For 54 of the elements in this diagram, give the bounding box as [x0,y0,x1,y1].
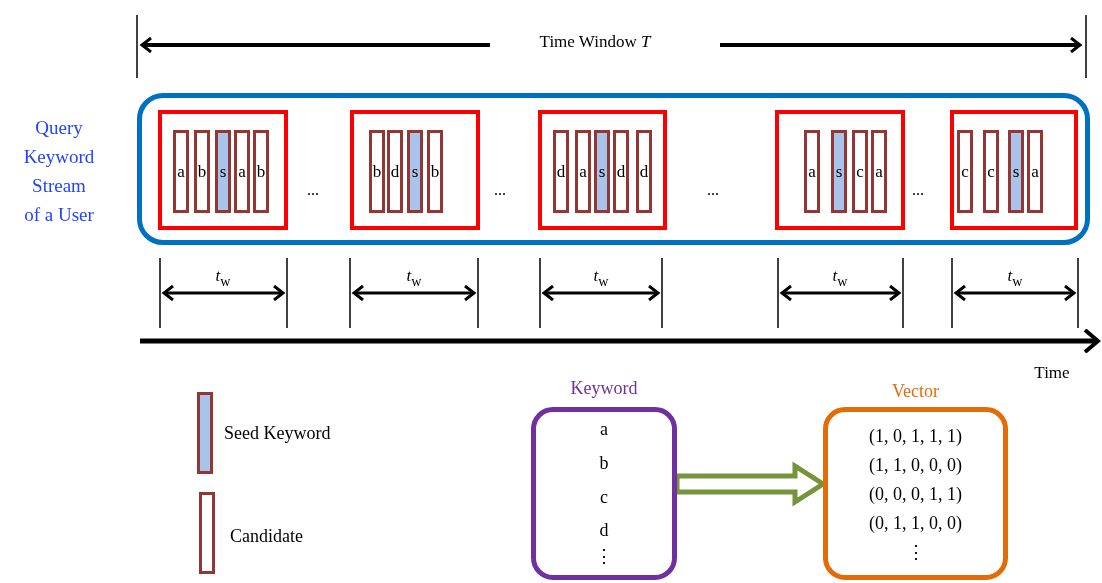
legend-label: Candidate [230,525,303,547]
dimension-label: t$_{w}$ [593,266,609,290]
dimension-label: Time Window T [539,32,651,52]
ellipsis: ... [912,181,924,199]
candidate-bar: c [852,130,868,213]
ellipsis: ... [707,181,719,199]
candidate-bar: d [613,130,629,213]
dimension-label: t$_{w}$ [832,266,848,290]
seed-keyword-bar: s [215,130,231,213]
candidate-bar: b [427,130,443,213]
candidate-bar: b [369,130,385,213]
keyword-item: b [598,452,610,475]
vector-item: (1, 0, 1, 1, 1) [868,425,963,448]
candidate-bar: d [387,130,403,213]
vector-item: (0, 1, 1, 0, 0) [868,512,963,535]
stream-panel [137,93,1090,245]
candidate-bar: d [553,130,569,213]
axis-label: Time [1034,363,1070,383]
time-window-box [158,110,288,230]
seed-keyword-bar: s [831,130,847,213]
candidate-bar: a [173,130,189,213]
candidate-bar: a [234,130,250,213]
vector-item: (0, 0, 0, 1, 1) [868,483,963,506]
seed-keyword-bar: s [407,130,423,213]
stream-label: Query Keyword Stream of a User [22,116,96,227]
seed-keyword-bar: s [594,130,610,213]
vector-item: ⋮ [905,541,926,564]
keyword-item: c [599,486,609,509]
keyword-heading: Keyword [569,377,639,400]
candidate-bar: c [957,130,973,213]
ellipsis: ... [494,181,506,199]
keyword-item: ⋮ [594,545,614,568]
time-window-box [538,110,667,230]
seed-keyword-bar: s [1008,130,1024,213]
dimension-label: t$_{w}$ [215,266,231,290]
candidate-bar: a [1027,130,1043,213]
candidate-bar: b [194,130,210,213]
candidate-bar: b [253,130,269,213]
vector-item: (1, 1, 0, 0, 0) [868,454,963,477]
time-window-box [350,110,480,230]
vector-heading: Vector [891,380,940,403]
legend-label: Seed Keyword [224,422,331,444]
candidate-bar: d [636,130,652,213]
keyword-item: a [599,418,609,441]
ellipsis: ... [307,181,319,199]
time-window-box [775,110,905,230]
candidate-bar: a [575,130,591,213]
candidate-bar: a [804,130,820,213]
dimension-label: t$_{w}$ [406,266,422,290]
time-window-box [950,110,1078,230]
dimension-label: t$_{w}$ [1007,266,1023,290]
keyword-item: d [598,519,610,542]
candidate-bar: a [871,130,887,213]
candidate-bar: c [983,130,999,213]
